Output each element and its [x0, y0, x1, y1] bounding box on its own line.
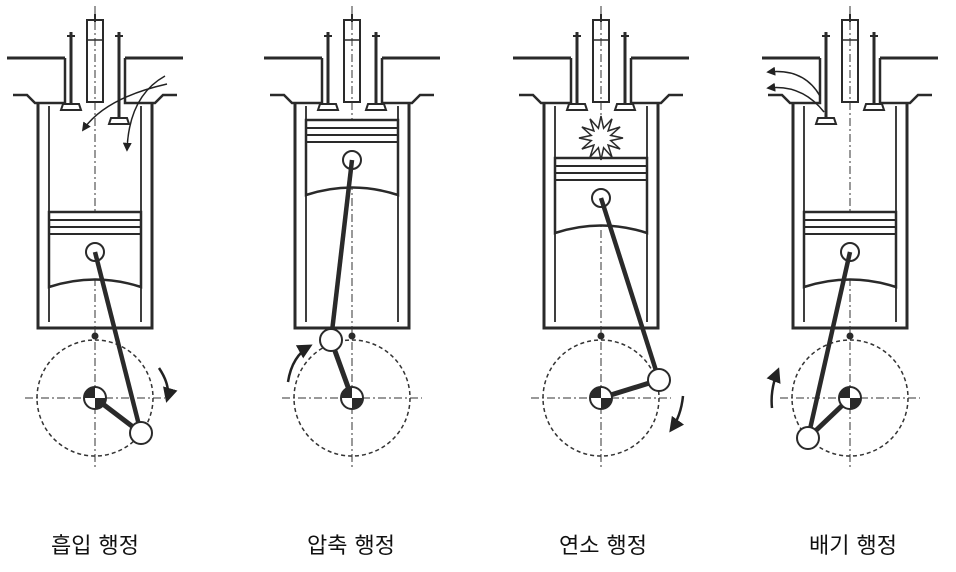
- head-casting: [519, 58, 683, 105]
- rotation-arrow: [286, 344, 313, 383]
- engine-3: [513, 6, 689, 470]
- engine-1: [7, 6, 183, 470]
- exhaust-flow-arrow: [766, 66, 821, 97]
- rotation-arrow: [766, 367, 781, 409]
- stroke-label-intake: 흡입 행정: [51, 534, 139, 559]
- head-casting: [270, 58, 434, 105]
- rotation-arrow: [669, 395, 685, 433]
- rotation-arrow: [157, 367, 178, 403]
- connecting-rod: [328, 159, 355, 341]
- engine-2: [264, 6, 440, 470]
- head-casting: [768, 58, 932, 105]
- stroke-label-exhaust: 배기 행정: [809, 534, 897, 559]
- crank-pin: [796, 426, 820, 450]
- stroke-label-compression: 압축 행정: [307, 534, 395, 559]
- intake-flow-arrow: [81, 83, 168, 132]
- connecting-rod: [805, 251, 853, 439]
- connecting-rod: [598, 197, 662, 381]
- engine-4: [762, 6, 938, 470]
- exhaust-flow-arrow: [766, 82, 825, 113]
- crank-pin: [647, 368, 671, 392]
- connecting-rod: [92, 251, 144, 434]
- head-casting: [13, 58, 177, 105]
- crank-pin: [319, 328, 343, 352]
- combustion-burst: [578, 115, 624, 161]
- crank-pin: [129, 421, 153, 445]
- stroke-label-combustion: 연소 행정: [559, 534, 647, 559]
- intake-flow-arrow: [122, 75, 166, 152]
